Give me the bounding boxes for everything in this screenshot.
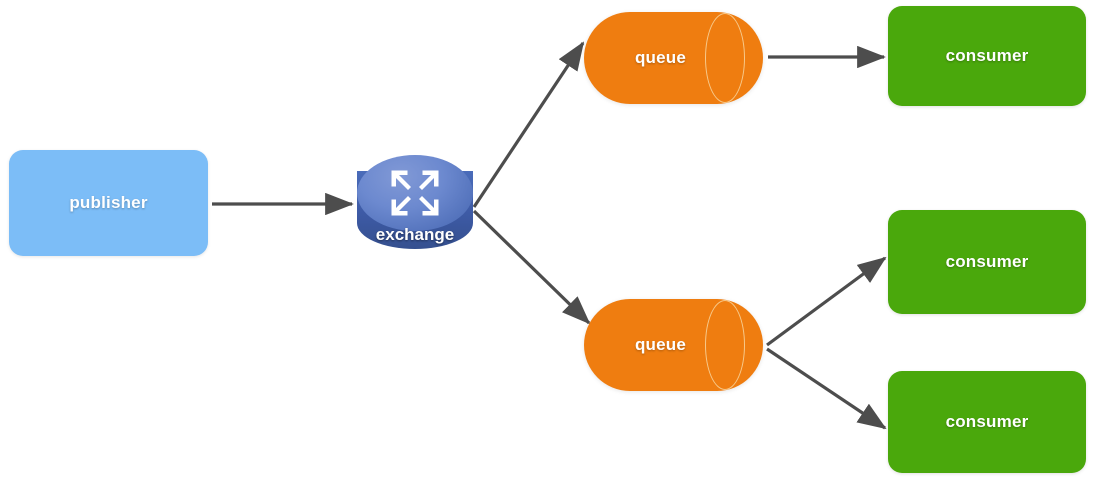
edge-exchange-to-queue-top (472, 41, 585, 208)
node-queue-top[interactable]: queue (584, 12, 763, 104)
edge-queue-bottom-to-consumer-3 (766, 347, 887, 430)
consumer-3-label: consumer (945, 412, 1029, 431)
publisher-label: publisher (69, 193, 148, 212)
edge-exchange-to-queue-bottom (472, 209, 591, 325)
exchange-cylinder-top (357, 155, 473, 231)
consumer-1-label: consumer (945, 46, 1029, 65)
queue-top-label: queue (634, 48, 687, 67)
node-consumer-2[interactable]: consumer (888, 210, 1086, 314)
node-exchange[interactable]: exchange (357, 155, 473, 265)
four-way-arrows-icon (391, 170, 439, 216)
consumer-2-label: consumer (945, 252, 1029, 271)
queue-end-cap-icon (705, 13, 745, 103)
node-queue-bottom[interactable]: queue (584, 299, 763, 391)
queue-bottom-label: queue (634, 335, 687, 354)
node-consumer-1[interactable]: consumer (888, 6, 1086, 106)
node-consumer-3[interactable]: consumer (888, 371, 1086, 473)
queue-end-cap-icon (705, 300, 745, 390)
edge-queue-bottom-to-consumer-2 (766, 256, 887, 347)
node-publisher[interactable]: publisher (9, 150, 208, 256)
exchange-label: exchange (375, 225, 455, 244)
